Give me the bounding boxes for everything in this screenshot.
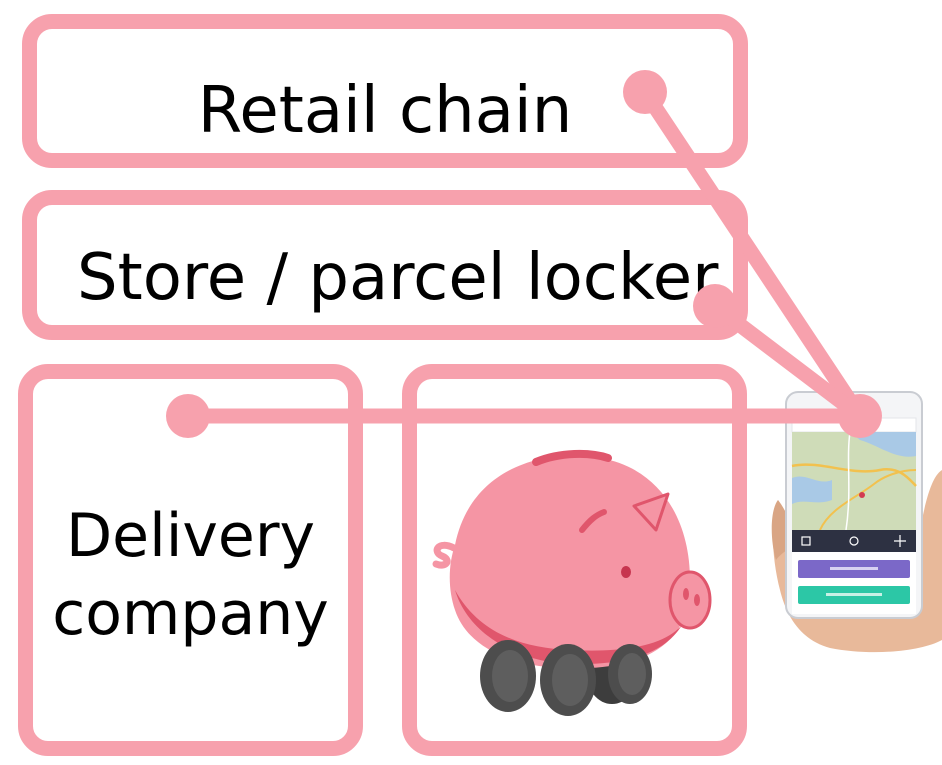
pig-wheel-back-right (608, 644, 652, 704)
map-road-3 (845, 431, 851, 531)
delivery-company-label: Delivery company (52, 501, 329, 649)
edge-store-to-phone (707, 298, 868, 424)
pig-nostril-left (683, 588, 689, 600)
connector-lines (180, 84, 868, 424)
map-road (791, 463, 917, 487)
pig-eye (621, 566, 631, 578)
app-nav-bar (792, 530, 916, 552)
nav-icon-login (801, 536, 811, 546)
connector-dots (166, 70, 882, 438)
pig-coin-slot (532, 449, 612, 466)
store-connector-dot (693, 284, 737, 328)
map-pin (859, 492, 865, 498)
pig-wheel-front-right (540, 644, 596, 716)
pig-ear (632, 492, 670, 532)
nav-icon-crosshair (894, 535, 906, 547)
piggy-bank-on-wheels-icon (432, 449, 712, 716)
store-parcel-locker-label: Store / parcel locker (77, 241, 719, 315)
pig-nostril-right (694, 594, 700, 606)
edge-retail-to-phone (637, 84, 868, 424)
map-water (850, 432, 916, 457)
pig-tail (432, 541, 458, 569)
map-water-2 (792, 476, 832, 504)
delivery-connector-dot (166, 394, 210, 438)
pig-snout (668, 570, 712, 630)
pig-ear-line (579, 509, 607, 533)
nav-icon-center (849, 536, 859, 546)
pig-body (449, 455, 691, 669)
retail-connector-dot (623, 70, 667, 114)
phone-connector-dot (838, 394, 882, 438)
smartphone-map-app-icon (771, 391, 942, 653)
map-road-2 (819, 469, 917, 531)
store-parcel-locker-node: Store / parcel locker (22, 190, 748, 340)
pig-wheel-front-left (480, 640, 536, 712)
retail-chain-label: Retail chain (197, 74, 573, 148)
